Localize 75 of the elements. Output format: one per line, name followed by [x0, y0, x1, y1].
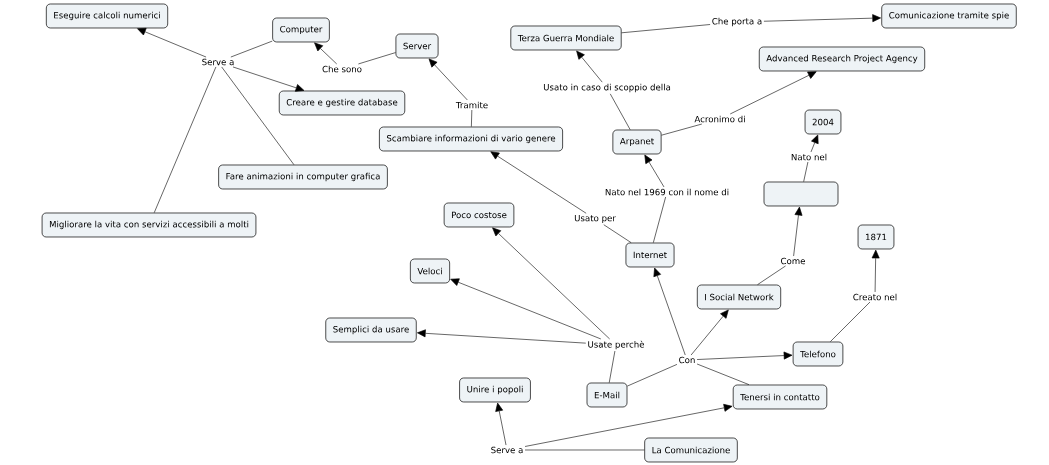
connector-line	[358, 52, 396, 65]
concept-box: Fare animazioni in computer grafica	[218, 164, 388, 190]
arrow	[495, 402, 507, 446]
linking-phrase: Nato nel	[789, 152, 829, 162]
arrow	[729, 71, 817, 115]
linking-phrase: Usate perchè	[586, 339, 646, 351]
linking-phrase: Che sono	[320, 64, 364, 74]
arrow	[576, 50, 603, 83]
connector-line	[230, 40, 273, 58]
arrow	[450, 278, 602, 340]
connector-line	[803, 161, 809, 182]
connector-line	[608, 350, 616, 383]
connector-line	[524, 449, 645, 451]
connector-line	[603, 224, 632, 243]
concept-box: Migliorare la vita con servizi accessibili a molti	[41, 212, 257, 238]
linking-phrase: Usato in caso di scoppio della	[541, 82, 673, 94]
concept-box: I Social Network	[696, 284, 782, 310]
arrow	[696, 351, 793, 360]
arrow	[490, 151, 587, 214]
concept-box: 2004	[804, 109, 842, 135]
arrow	[644, 154, 665, 188]
concept-box: Unire i popoli	[459, 377, 531, 403]
concept-box: 1871	[857, 224, 895, 250]
concept-box: Semplici da usare	[325, 317, 417, 343]
concept-box: Server	[395, 33, 439, 59]
concept-box: E-Mail	[586, 382, 628, 408]
linking-phrase: Nato nel 1969 con il nome di	[603, 187, 731, 197]
concept-box: Arpanet	[612, 129, 662, 155]
connector-line	[696, 363, 750, 385]
concept-box: Comunicazione tramite spie	[881, 3, 1017, 29]
connector-line	[830, 301, 871, 342]
linking-phrase: Usato per	[572, 213, 618, 225]
connector-line	[621, 24, 711, 34]
concept-box: Eseguire calcoli numerici	[45, 3, 169, 29]
concept-box: Tenersi in contatto	[732, 384, 828, 410]
arrow	[763, 14, 881, 23]
concept-box: Computer	[272, 17, 330, 43]
linking-phrase: Che porta a	[710, 16, 764, 28]
arrow	[428, 58, 468, 101]
arrow	[314, 42, 338, 65]
linking-phrase: Serve a	[200, 57, 236, 67]
linking-phrase: Con	[677, 355, 697, 365]
concept-box: Advanced Research Project Agency	[758, 46, 926, 72]
concept-box: Internet	[625, 242, 675, 268]
concept-box: Veloci	[410, 258, 450, 284]
arrow	[871, 249, 880, 293]
arrow	[690, 309, 729, 356]
connector-line	[653, 196, 666, 243]
concept-box: Poco costose	[443, 202, 515, 228]
arrow	[793, 206, 803, 257]
arrow	[810, 134, 819, 153]
concept-box: La Comunicazione	[644, 437, 738, 463]
connector-line	[153, 66, 217, 213]
connector-line	[221, 66, 295, 165]
linking-phrase: Come	[779, 256, 807, 266]
concept-box: Scambiare informazioni di vario genere	[379, 126, 563, 152]
connector-line	[757, 265, 786, 285]
linking-phrase: Serve a	[489, 445, 525, 455]
linking-phrase: Creato nel	[851, 292, 899, 302]
connector-line	[471, 109, 473, 127]
arrow	[524, 403, 733, 447]
concept-box: Telefono	[792, 341, 844, 367]
linking-phrase: Acronimo di	[692, 114, 748, 124]
connector-line	[661, 123, 703, 136]
connector-line	[627, 364, 678, 387]
concept-box: Terza Guerra Mondiale	[510, 25, 622, 51]
arrow	[137, 28, 207, 58]
arrow	[232, 66, 305, 92]
arrow	[417, 329, 587, 344]
concept-box: Creare e gestire database	[278, 90, 406, 116]
arrow	[492, 227, 610, 340]
linking-phrase: Tramite	[454, 100, 490, 110]
concept-box	[763, 181, 839, 207]
arrow	[653, 267, 686, 356]
connector-line	[609, 93, 631, 130]
